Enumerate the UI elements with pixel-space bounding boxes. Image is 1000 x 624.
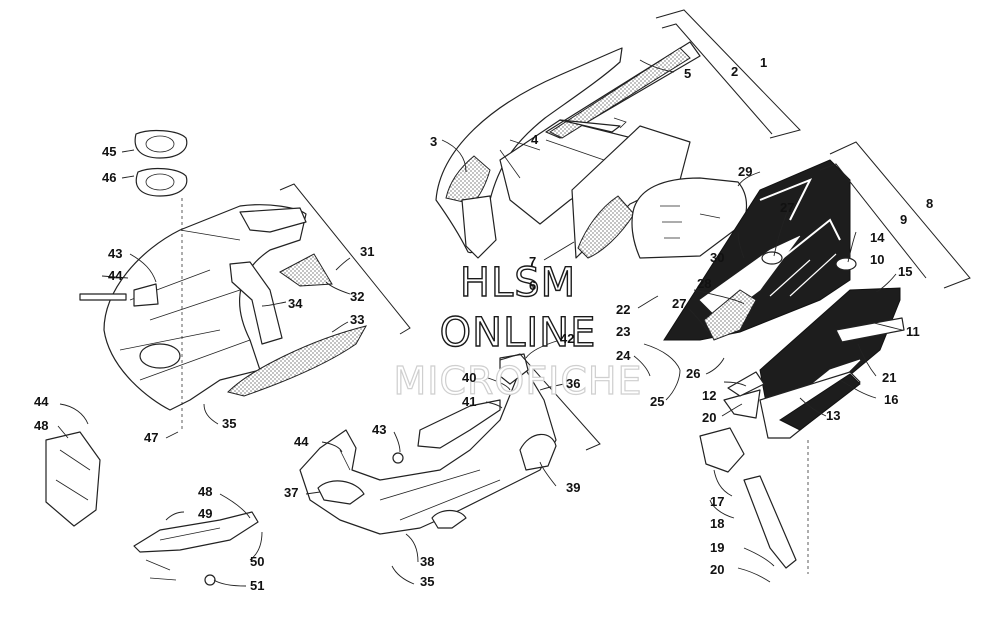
part-label: 44 bbox=[108, 268, 123, 283]
part-label: 23 bbox=[616, 324, 630, 339]
part-label: 36 bbox=[566, 376, 580, 391]
part-label: 20 bbox=[710, 562, 724, 577]
watermark-line2: ONLINE bbox=[440, 310, 597, 356]
part-label: 16 bbox=[884, 392, 898, 407]
part-label: 30 bbox=[710, 250, 724, 265]
part-label: 51 bbox=[250, 578, 264, 593]
part-label: 43 bbox=[372, 422, 386, 437]
part-label: 4 bbox=[531, 132, 539, 147]
reference-brackets bbox=[279, 9, 971, 574]
part-label: 32 bbox=[350, 289, 364, 304]
part-label: 29 bbox=[738, 164, 752, 179]
part-label: 48 bbox=[198, 484, 212, 499]
part-label: 3 bbox=[430, 134, 437, 149]
part-label: 46 bbox=[102, 170, 116, 185]
part-label: 28 bbox=[697, 276, 711, 291]
part-label: 27 bbox=[672, 296, 686, 311]
part-label: 20 bbox=[702, 410, 716, 425]
part-label: 49 bbox=[198, 506, 212, 521]
part-label: 34 bbox=[288, 296, 303, 311]
part-label: 48 bbox=[34, 418, 48, 433]
belly-pan-assembly bbox=[45, 353, 797, 586]
part-label: 11 bbox=[906, 324, 920, 339]
part-label: 45 bbox=[102, 144, 116, 159]
part-label: 9 bbox=[900, 212, 907, 227]
part-label: 44 bbox=[34, 394, 49, 409]
part-label: 14 bbox=[870, 230, 885, 245]
part-label: 10 bbox=[870, 252, 884, 267]
part-label: 42 bbox=[560, 331, 574, 346]
part-label: 21 bbox=[882, 370, 896, 385]
part-label: 41 bbox=[462, 394, 476, 409]
part-label: 2 bbox=[731, 64, 738, 79]
part-label: 26 bbox=[686, 366, 700, 381]
watermark: HLSM ONLINE MICROFICHE bbox=[393, 259, 642, 403]
leader-lines bbox=[57, 59, 903, 587]
part-label: 38 bbox=[420, 554, 434, 569]
part-label: 44 bbox=[294, 434, 309, 449]
part-label: 35 bbox=[222, 416, 236, 431]
part-label: 6 bbox=[529, 278, 536, 293]
part-label: 37 bbox=[284, 485, 298, 500]
part-label: 35 bbox=[420, 574, 434, 589]
part-label: 24 bbox=[616, 348, 631, 363]
part-label: 12 bbox=[702, 388, 716, 403]
part-label: 40 bbox=[462, 370, 476, 385]
part-label: 43 bbox=[108, 246, 122, 261]
part-label: 15 bbox=[898, 264, 912, 279]
watermark-line3: MICROFICHE bbox=[393, 359, 642, 403]
part-label: 18 bbox=[710, 516, 724, 531]
part-label: 19 bbox=[710, 540, 724, 555]
part-label: 27 bbox=[780, 200, 794, 215]
part-label: 17 bbox=[710, 494, 724, 509]
part-label: 39 bbox=[566, 480, 580, 495]
part-label: 31 bbox=[360, 244, 374, 259]
part-label: 7 bbox=[529, 254, 536, 269]
part-label: 50 bbox=[250, 554, 264, 569]
part-label: 13 bbox=[826, 408, 840, 423]
watermark-line1: HLSM bbox=[460, 260, 576, 306]
part-label: 1 bbox=[760, 55, 767, 70]
hood-assembly bbox=[435, 41, 701, 259]
front-lower-assembly bbox=[79, 129, 367, 432]
part-label: 22 bbox=[616, 302, 630, 317]
part-label: 8 bbox=[926, 196, 933, 211]
part-label: 47 bbox=[144, 430, 158, 445]
part-label: 25 bbox=[650, 394, 664, 409]
part-label: 33 bbox=[350, 312, 364, 327]
part-labels: 1 2 3 4 5 7 6 8 9 10 11 12 13 14 15 16 1… bbox=[34, 55, 933, 593]
side-panel-assembly bbox=[631, 159, 905, 439]
part-label: 5 bbox=[684, 66, 691, 81]
